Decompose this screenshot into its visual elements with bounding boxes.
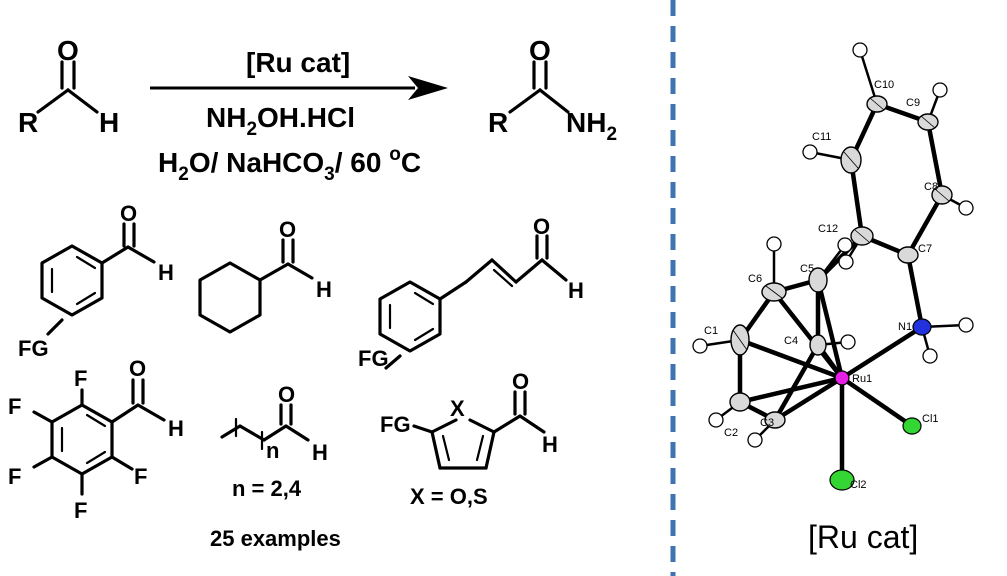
examples-count: 25 examples: [210, 526, 341, 551]
conditions-label: H2O/ NaHCO3/ 60 oC: [158, 144, 421, 185]
product-r-label: R: [488, 107, 508, 138]
svg-text:C8: C8: [924, 181, 938, 193]
svg-text:H: H: [316, 277, 332, 302]
svg-text:O: O: [120, 201, 137, 226]
product-o-label: O: [529, 35, 551, 66]
svg-text:O: O: [129, 356, 146, 381]
svg-text:H: H: [568, 278, 584, 303]
fg-label-1: FG: [18, 336, 49, 361]
substrate-heteroaryl: X FG O H X = O,S: [380, 369, 558, 509]
fg-label-2: FG: [358, 346, 389, 371]
svg-text:C10: C10: [874, 79, 894, 91]
svg-text:F: F: [8, 464, 21, 489]
svg-text:C7: C7: [918, 243, 932, 255]
crystal-structure: C10 C9 C11 C8 C12 C7 C6 C5 N1 C1 C4 Ru1 …: [692, 42, 974, 491]
svg-text:N1: N1: [898, 321, 912, 333]
svg-text:C4: C4: [784, 335, 798, 347]
fg-label-3: FG: [380, 412, 411, 437]
substrate-pentafluoro: F F F F F O H: [8, 356, 184, 523]
svg-text:F: F: [8, 394, 21, 419]
svg-text:H: H: [542, 432, 558, 457]
svg-text:C2: C2: [724, 427, 738, 439]
svg-text:Ru1: Ru1: [852, 373, 872, 385]
substrate-cinnamaldehyde: O H FG: [358, 214, 584, 371]
reagent-label: NH2OH.HCl: [206, 102, 355, 140]
svg-text:O: O: [512, 369, 529, 394]
svg-text:F: F: [134, 464, 147, 489]
product-nh2-label: NH2: [566, 107, 617, 145]
svg-text:X: X: [450, 396, 465, 421]
alkyl-note: n = 2,4: [232, 476, 302, 501]
reactant-r-label: R: [18, 107, 38, 138]
svg-text:n: n: [266, 438, 279, 463]
svg-text:C5: C5: [800, 263, 814, 275]
svg-text:C9: C9: [906, 97, 920, 109]
svg-text:F: F: [74, 366, 87, 391]
reactant-h-label: H: [99, 107, 119, 138]
svg-text:C12: C12: [818, 223, 838, 235]
svg-text:H: H: [158, 260, 174, 285]
svg-text:F: F: [74, 498, 87, 523]
svg-text:C1: C1: [704, 325, 718, 337]
reaction-arrow: [150, 76, 448, 100]
reactant-aldehyde: R O H: [18, 35, 119, 138]
svg-text:C11: C11: [812, 131, 831, 143]
substrate-alkyl: O n H n = 2,4: [220, 382, 328, 501]
substrate-cyclohexyl: O H: [198, 217, 332, 334]
hetero-note: X = O,S: [410, 484, 488, 509]
svg-text:Cl1: Cl1: [922, 413, 939, 425]
svg-text:O: O: [279, 217, 296, 242]
svg-text:O: O: [278, 382, 295, 407]
structure-caption: [Ru cat]: [808, 519, 918, 555]
svg-text:H: H: [168, 416, 184, 441]
reactant-o-label: O: [57, 35, 79, 66]
svg-text:H: H: [312, 440, 328, 465]
svg-text:Cl2: Cl2: [850, 479, 867, 491]
catalyst-label: [Ru cat]: [246, 47, 350, 78]
svg-text:O: O: [533, 214, 550, 239]
substrate-benzaldehyde: O H FG: [18, 201, 174, 361]
svg-text:C3: C3: [760, 417, 774, 429]
product-amide: R O NH2: [488, 35, 617, 145]
svg-text:C6: C6: [748, 273, 762, 285]
